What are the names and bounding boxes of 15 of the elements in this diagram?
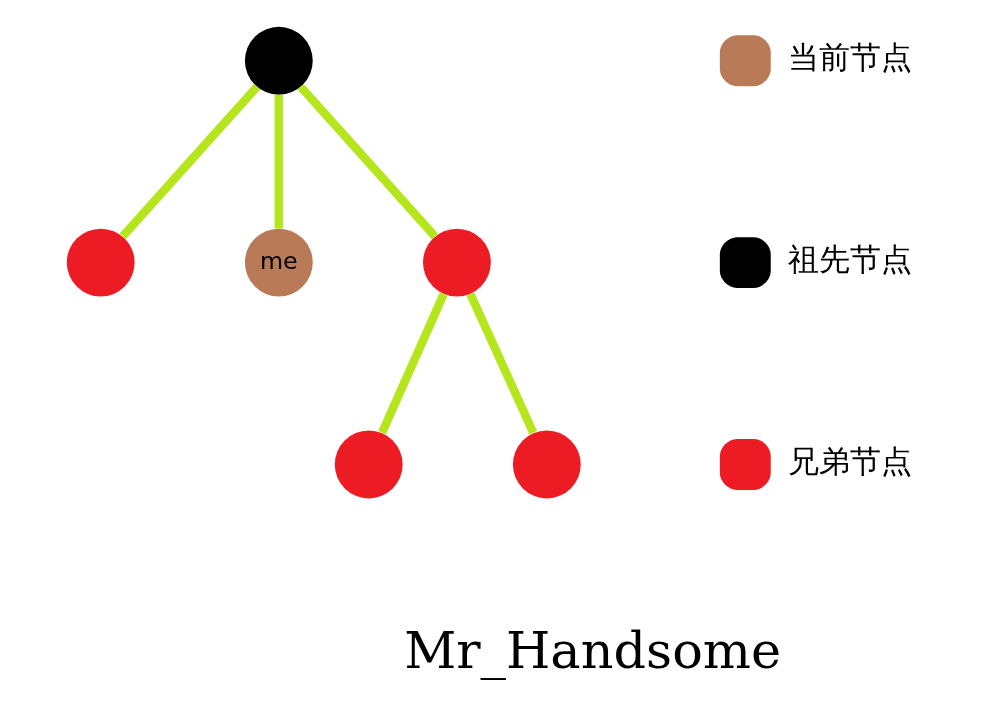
legend-label: 祖先节点 xyxy=(787,242,912,278)
connector xyxy=(378,292,448,435)
legend-label: 兄弟节点 xyxy=(787,443,912,479)
node-circle xyxy=(66,228,135,297)
connector xyxy=(119,83,261,240)
node-circle: me xyxy=(244,228,313,297)
connector xyxy=(297,83,439,240)
connector xyxy=(274,94,284,229)
node-circle xyxy=(244,26,313,95)
node-circle xyxy=(423,228,491,297)
legend-label: 当前节点 xyxy=(787,40,912,76)
node-circle xyxy=(512,430,581,499)
connector xyxy=(466,292,538,435)
label: Mr_Handsome xyxy=(404,621,782,681)
node-circle xyxy=(334,430,403,499)
